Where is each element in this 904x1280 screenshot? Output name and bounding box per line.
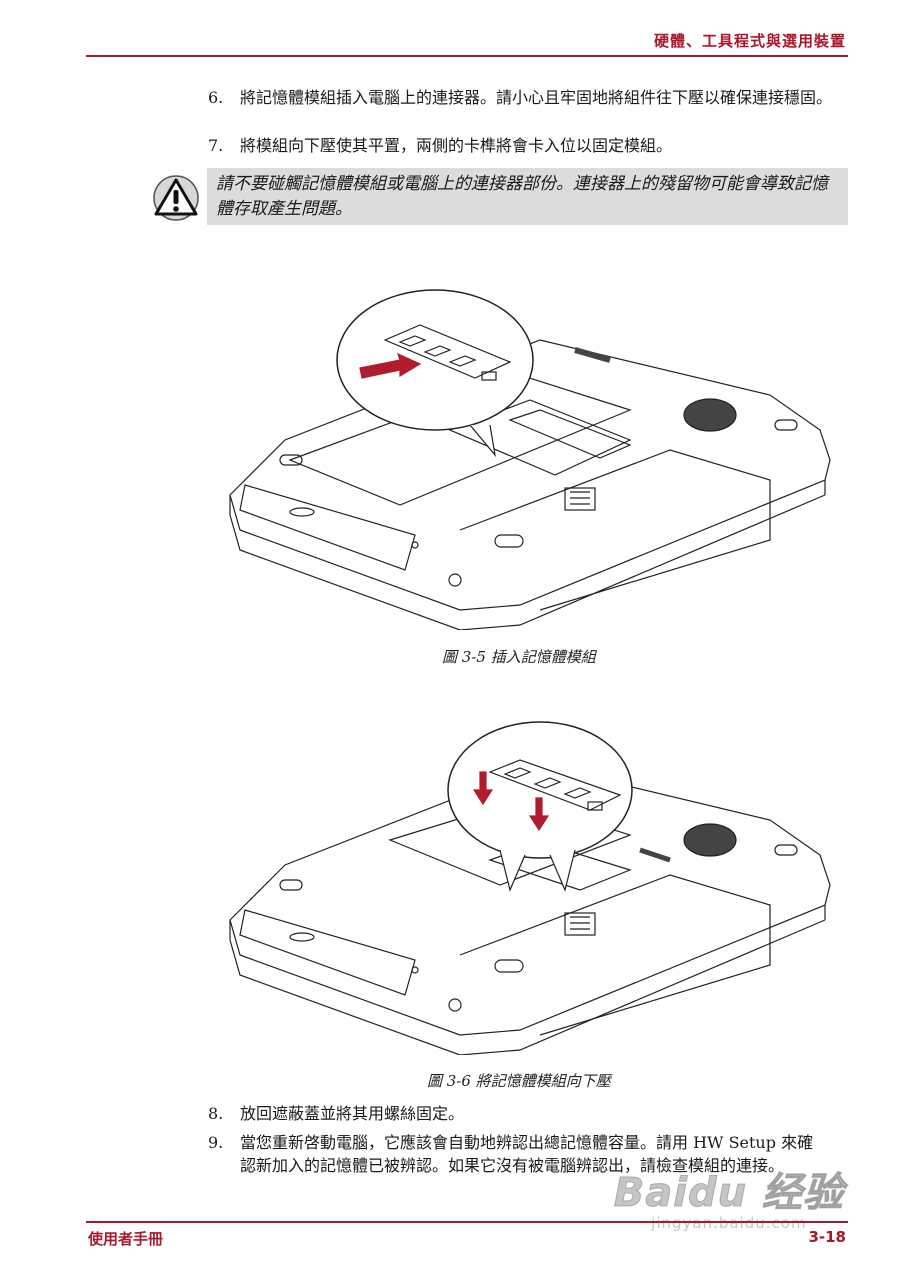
- step-number: 8.: [208, 1104, 224, 1123]
- step-8: 8. 放回遮蔽蓋並將其用螺絲固定。: [208, 1102, 848, 1125]
- page-number: 3-18: [808, 1228, 846, 1246]
- step-number: 7.: [208, 136, 224, 155]
- step-text: 當您重新啓動電腦，它應該會自動地辨認出總記憶體容量。請用 HW Setup 來確…: [240, 1133, 814, 1175]
- footer-rule: [86, 1221, 848, 1223]
- step-text: 將模組向下壓使其平置，兩側的卡榫將會卡入位以固定模組。: [240, 136, 673, 155]
- step-7: 7. 將模組向下壓使其平置，兩側的卡榫將會卡入位以固定模組。: [208, 134, 848, 157]
- figure-caption: 圖 3-6 將記憶體模組向下壓: [427, 1072, 611, 1090]
- step-number: 9.: [208, 1133, 224, 1152]
- footer-manual-title: 使用者手冊: [88, 1230, 164, 1248]
- warning-triangle-icon: [150, 172, 202, 222]
- watermark-logo-text: Baidu 经验: [613, 1170, 844, 1217]
- warning-text: 請不要碰觸記憶體模組或電腦上的連接器部份。連接器上的殘留物可能會導致記憶體存取產…: [216, 174, 828, 219]
- step-6: 6. 將記憶體模組插入電腦上的連接器。請小心且牢固地將組件往下壓以確保連接穩固。: [208, 86, 848, 109]
- step-text: 放回遮蔽蓋並將其用螺絲固定。: [240, 1104, 465, 1123]
- figure-caption: 圖 3-5 插入記憶體模組: [442, 648, 596, 666]
- figure-3-5: 圖 3-5 插入記憶體模組: [210, 280, 850, 666]
- laptop-memory-insert-illustration: [229, 289, 831, 631]
- laptop-memory-press-illustration: [229, 721, 831, 1056]
- running-header-title: 硬體、工具程式與選用裝置: [653, 32, 846, 50]
- step-9: 9. 當您重新啓動電腦，它應該會自動地辨認出總記憶體容量。請用 HW Setup…: [208, 1131, 828, 1177]
- watermark-url: jingyan.baidu.com: [651, 1214, 807, 1232]
- step-number: 6.: [208, 88, 224, 107]
- baidu-watermark: Baidu 经验 jingyan.baidu.com: [613, 1160, 844, 1233]
- step-text: 將記憶體模組插入電腦上的連接器。請小心且牢固地將組件往下壓以確保連接穩固。: [240, 88, 833, 107]
- warning-box: [207, 168, 848, 225]
- figure-3-6: 圖 3-6 將記憶體模組向下壓: [210, 710, 850, 1090]
- header-rule: [86, 55, 848, 57]
